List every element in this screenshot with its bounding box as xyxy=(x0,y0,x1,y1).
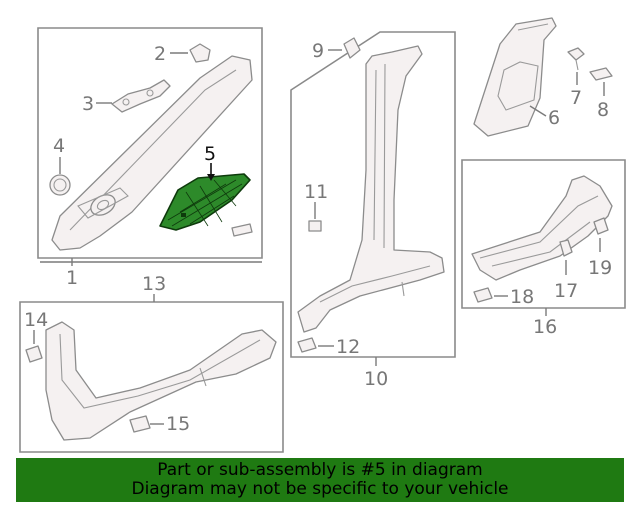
callout-18: 18 xyxy=(510,286,534,308)
callout-9: 9 xyxy=(312,40,324,62)
part-12-clip xyxy=(297,337,334,353)
callout-12: 12 xyxy=(336,336,360,358)
callout-19: 19 xyxy=(588,257,612,279)
banner-line-1: Part or sub-assembly is #5 in diagram xyxy=(157,460,483,480)
group-frame-1 xyxy=(37,27,263,259)
banner-line-2: Diagram may not be specific to your vehi… xyxy=(131,479,509,499)
info-banner: Part or sub-assembly is #5 in diagram Di… xyxy=(16,458,624,502)
part-9-clip xyxy=(328,37,361,59)
part-5-speaker-grille xyxy=(159,163,251,231)
small-clip-group1 xyxy=(231,223,253,237)
part-17-clip xyxy=(559,239,573,275)
callout-8: 8 xyxy=(597,99,609,121)
group-frame-10 xyxy=(290,31,456,358)
group-frame-13 xyxy=(19,301,284,453)
part-3-bracket xyxy=(96,79,171,113)
part-7-screw xyxy=(567,47,585,85)
part-19-clip xyxy=(593,217,609,252)
b-pillar-lower-trim xyxy=(297,45,445,333)
callout-15: 15 xyxy=(166,413,190,435)
quarter-sill-trim xyxy=(471,175,613,281)
callout-16: 16 xyxy=(533,316,557,338)
front-sill-trim xyxy=(45,321,277,441)
callout-6: 6 xyxy=(548,107,560,129)
part-18-clip xyxy=(473,287,508,303)
part-2-clip xyxy=(170,43,211,63)
callout-3: 3 xyxy=(82,93,94,115)
callout-7: 7 xyxy=(570,87,582,109)
part-6-upper-trim xyxy=(473,17,557,137)
callout-5: 5 xyxy=(204,143,216,165)
a-pillar-trim xyxy=(51,55,253,251)
callout-2: 2 xyxy=(154,43,166,65)
part-4-grommet xyxy=(49,157,71,196)
callout-4: 4 xyxy=(53,135,65,157)
part-15-clip xyxy=(129,415,164,433)
part-14-clip xyxy=(25,330,43,363)
callout-10: 10 xyxy=(364,368,388,390)
callout-1: 1 xyxy=(66,267,78,289)
callout-11: 11 xyxy=(304,181,328,203)
callout-14: 14 xyxy=(24,309,48,331)
part-8-clip xyxy=(589,67,613,96)
callout-13: 13 xyxy=(142,273,166,295)
part-11-clip xyxy=(308,202,322,232)
callout-17: 17 xyxy=(554,280,578,302)
group-frame-16 xyxy=(461,159,626,309)
